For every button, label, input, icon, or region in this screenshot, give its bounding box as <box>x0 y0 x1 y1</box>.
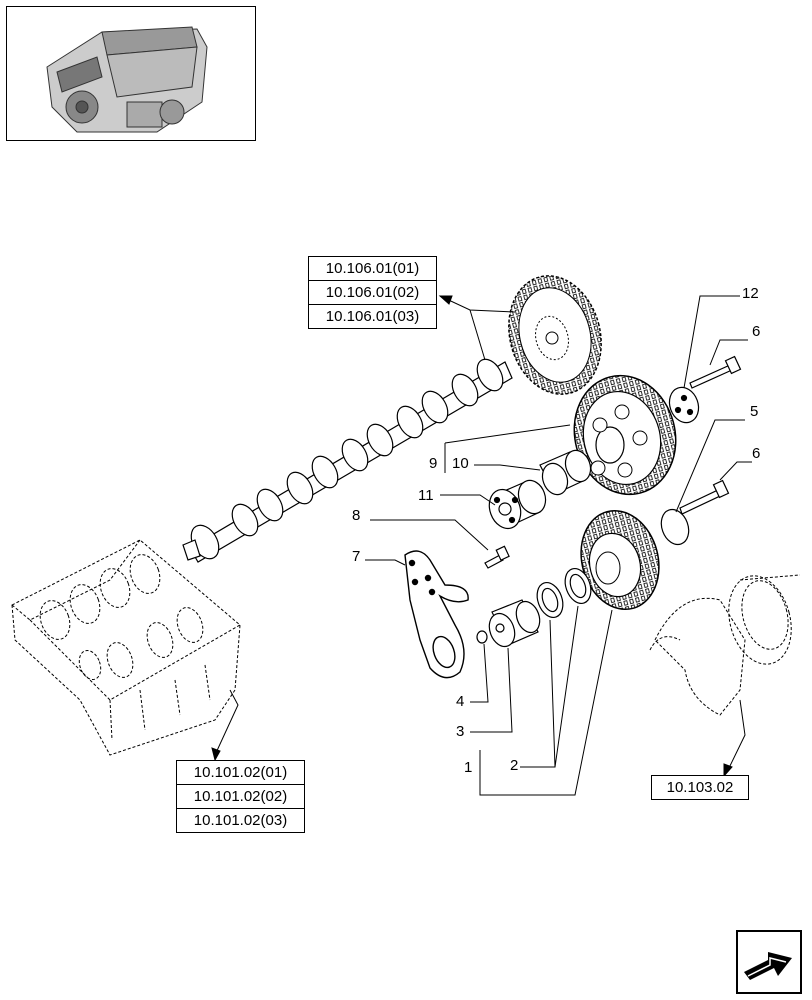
gear-shaft <box>488 599 541 648</box>
idler-gear <box>573 374 677 496</box>
callout-11: 11 <box>418 487 434 504</box>
callout-7: 7 <box>352 548 361 565</box>
camshaft-gear <box>508 275 602 395</box>
callout-6-lower: 6 <box>752 445 761 462</box>
callout-9: 9 <box>429 455 438 472</box>
callout-4: 4 <box>456 693 465 710</box>
ref-link[interactable]: 10.103.02 <box>666 779 734 796</box>
ref-link[interactable]: 10.101.02(01) <box>177 761 304 785</box>
next-page-button[interactable] <box>736 930 802 994</box>
support-bracket <box>404 550 469 679</box>
cylinder-block <box>11 539 241 756</box>
bolt-top <box>689 355 742 389</box>
engine-thumbnail <box>6 6 256 141</box>
callout-6-top: 6 <box>752 323 761 340</box>
camshaft <box>182 358 513 563</box>
engine-thumbnail-icon <box>46 26 208 133</box>
ref-box-cylinder-block: 10.101.02(01) 10.101.02(02) 10.101.02(03… <box>176 760 305 833</box>
ref-link[interactable]: 10.101.02(02) <box>177 785 304 809</box>
leader-lines <box>211 295 752 796</box>
bushing <box>539 449 592 496</box>
next-page-arrow-icon <box>744 952 792 980</box>
callout-3: 3 <box>456 723 465 740</box>
callout-5: 5 <box>750 403 759 420</box>
drive-gear <box>580 509 660 611</box>
ref-link[interactable]: 10.106.01(03) <box>325 308 420 325</box>
ref-box-crankshaft: 10.103.02 <box>651 775 749 800</box>
callout-1: 1 <box>464 759 473 776</box>
bearing-rings <box>536 567 592 619</box>
ref-link[interactable]: 10.101.02(03) <box>193 812 288 829</box>
bolt-bracket <box>484 545 510 569</box>
crankshaft <box>649 574 801 716</box>
washer-lower <box>660 508 690 546</box>
callout-8: 8 <box>352 507 361 524</box>
washer-top <box>668 386 700 424</box>
callout-10: 10 <box>452 455 469 472</box>
ref-box-camshaft: 10.106.01(01) 10.106.01(02) 10.106.01(03… <box>308 256 437 329</box>
callout-2: 2 <box>510 757 519 774</box>
bolt-lower <box>679 479 730 515</box>
ref-link[interactable]: 10.106.01(01) <box>309 257 436 281</box>
hub <box>488 479 547 530</box>
callout-12: 12 <box>742 285 759 302</box>
dowel-pin <box>476 630 488 644</box>
ref-link[interactable]: 10.106.01(02) <box>309 281 436 305</box>
